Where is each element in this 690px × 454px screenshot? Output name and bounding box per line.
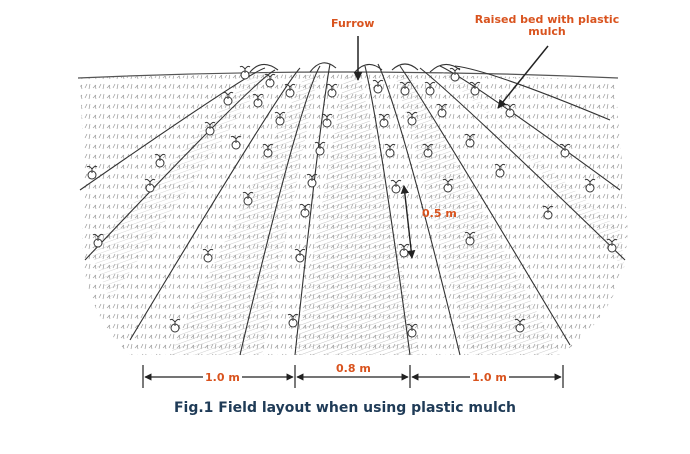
seedling-icon <box>239 65 251 80</box>
seedling-icon <box>306 173 318 188</box>
horizon-line <box>77 71 619 79</box>
seedling-icon <box>299 203 311 218</box>
seedling-icon <box>464 231 476 246</box>
seedling-icon <box>584 178 596 193</box>
seedling-icon <box>449 67 461 82</box>
furrows <box>90 72 625 355</box>
raised-bed-label: Raised bed with plastic mulch <box>474 13 620 38</box>
seedling-icon <box>321 113 333 128</box>
bed-edges <box>79 62 626 356</box>
seedling-icon <box>262 143 274 158</box>
seedling-icon <box>406 111 418 126</box>
seedling-icon <box>242 191 254 206</box>
seedling-icon <box>469 81 481 96</box>
seedling-icon <box>294 248 306 263</box>
seedling-icon <box>504 103 516 118</box>
seedling-icon <box>436 103 448 118</box>
furrow-strip <box>90 72 270 300</box>
seedling-icon <box>154 153 166 168</box>
plants <box>86 65 618 338</box>
furrow-width-label: 0.8 m <box>334 362 373 375</box>
seedling-icon <box>230 135 242 150</box>
seedling-icon <box>406 323 418 338</box>
seedling-icon <box>264 73 276 88</box>
seedling-icon <box>287 313 299 328</box>
seedling-icon <box>284 83 296 98</box>
seedling-icon <box>390 179 402 194</box>
seedling-icon <box>606 238 618 253</box>
seedling-icon <box>494 163 506 178</box>
seedling-icon <box>464 133 476 148</box>
plant-spacing-label: 0.5 m <box>422 207 457 220</box>
seedling-icon <box>559 143 571 158</box>
seedling-icon <box>424 81 436 96</box>
seedling-icon <box>542 205 554 220</box>
seedling-icon <box>372 79 384 94</box>
seedling-icon <box>144 178 156 193</box>
plant-spacing-arrow <box>400 185 416 259</box>
seedling-icon <box>378 113 390 128</box>
seedling-icon <box>514 318 526 333</box>
seedling-icon <box>326 83 338 98</box>
seedling-icon <box>422 143 434 158</box>
furrow-strip <box>395 75 560 355</box>
seedling-icon <box>204 121 216 136</box>
seedling-icon <box>222 91 234 106</box>
bed-width-right-label: 1.0 m <box>470 371 509 384</box>
seedling-icon <box>274 111 286 126</box>
seedling-icon <box>202 248 214 263</box>
seedling-icon <box>169 318 181 333</box>
furrow-label: Furrow <box>331 17 375 30</box>
furrow-strip <box>295 75 420 355</box>
seedling-icon <box>384 143 396 158</box>
figure-caption: Fig.1 Field layout when using plastic mu… <box>173 400 517 416</box>
raised-bed-pointer-arrow <box>497 45 549 109</box>
seedling-icon <box>399 81 411 96</box>
seedling-icon <box>314 141 326 156</box>
furrow-strip <box>170 75 318 355</box>
seedling-icon <box>442 178 454 193</box>
bed-width-left-label: 1.0 m <box>203 371 242 384</box>
seedling-icon <box>92 233 104 248</box>
seedling-icon <box>86 165 98 180</box>
seedling-icon <box>252 93 264 108</box>
